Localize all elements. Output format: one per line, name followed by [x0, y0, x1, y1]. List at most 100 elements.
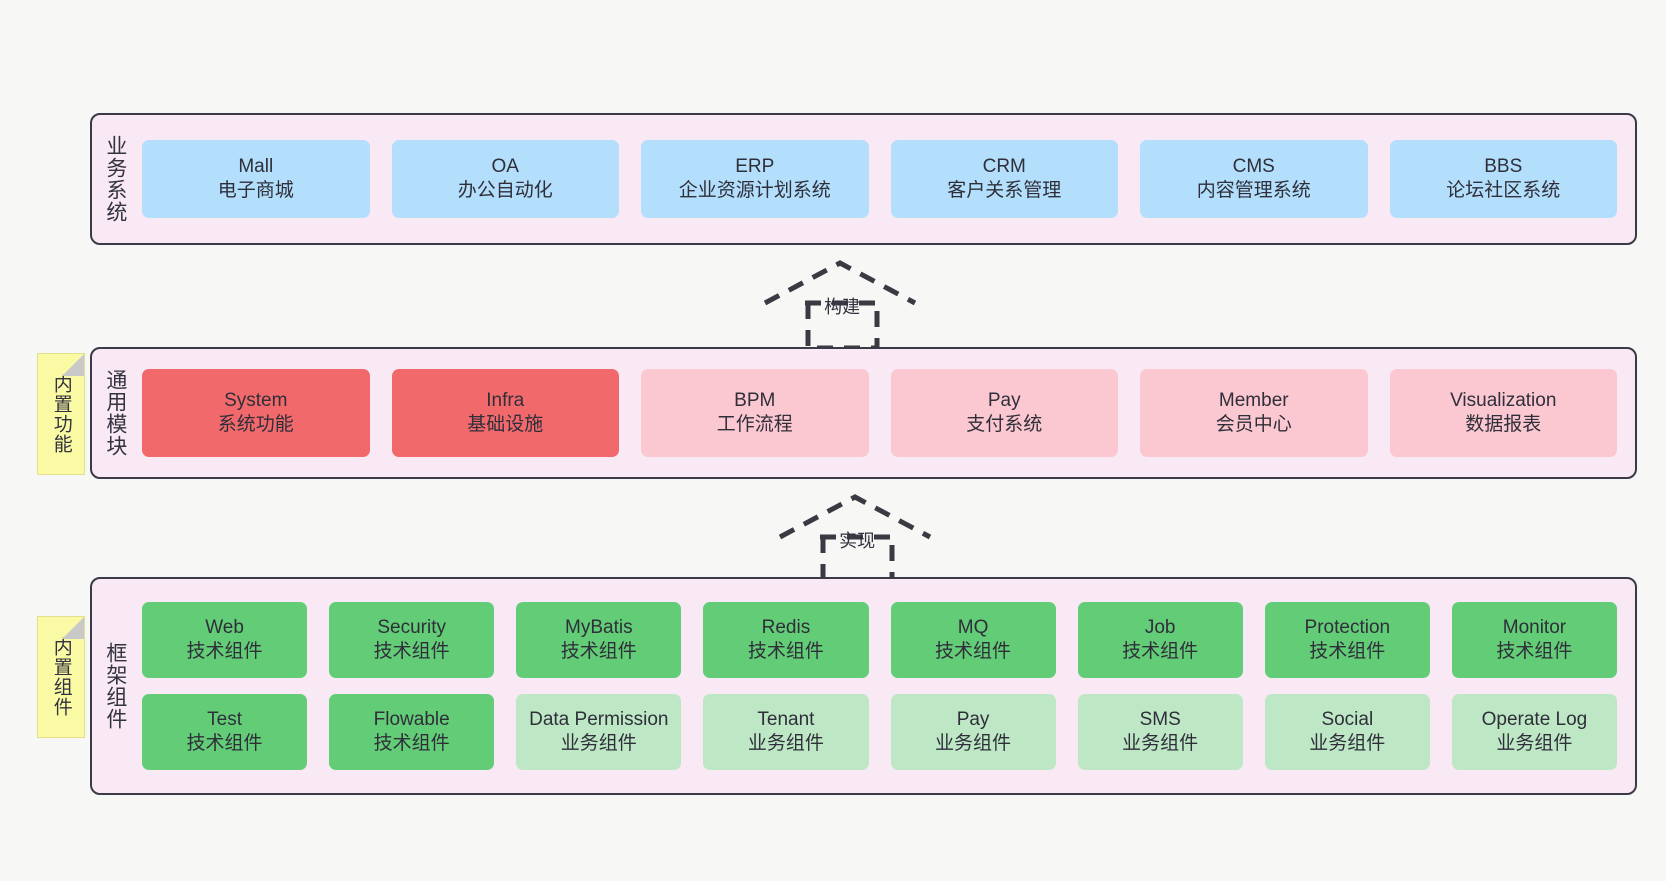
card-title: OA: [491, 155, 519, 177]
card-subtitle: 业务组件: [1496, 733, 1573, 754]
module-card-pay[interactable]: Pay 支付系统: [890, 369, 1118, 457]
card-title: Member: [1218, 389, 1289, 411]
card-title: CMS: [1232, 155, 1275, 177]
framework-card-security[interactable]: Security 技术组件: [329, 602, 495, 678]
card-title: Pay: [987, 389, 1021, 411]
framework-card-web[interactable]: Web 技术组件: [142, 602, 308, 678]
card-subtitle: 业务组件: [1122, 733, 1199, 754]
band-label-framework: 框架组件: [103, 642, 127, 730]
sticky-note-builtin-components: 内置组件: [37, 616, 85, 738]
framework-card-protection[interactable]: Protection 技术组件: [1264, 602, 1430, 678]
dashed-generalization-arrow-icon: [778, 494, 932, 585]
framework-tech-row: Web 技术组件 Security 技术组件 MyBatis 技术组件 Redi…: [142, 602, 1617, 678]
framework-card-pay[interactable]: Pay 业务组件: [890, 694, 1056, 770]
card-title: MyBatis: [565, 616, 633, 638]
band-label-business: 业务系统: [103, 135, 127, 223]
card-title: Infra: [486, 389, 525, 411]
band-common-modules: 通用模块 System 系统功能 Infra 基础设施 BPM 工作流程 Pay…: [90, 347, 1637, 479]
band-body-business: Mall 电子商城 OA 办公自动化 ERP 企业资源计划系统 CRM 客户关系…: [138, 115, 1635, 243]
framework-card-mybatis[interactable]: MyBatis 技术组件: [516, 602, 682, 678]
business-card-erp[interactable]: ERP 企业资源计划系统: [641, 140, 869, 218]
dashed-generalization-arrow-icon: [763, 260, 917, 351]
card-title: Operate Log: [1481, 708, 1588, 730]
business-card-bbs[interactable]: BBS 论坛社区系统: [1389, 140, 1617, 218]
module-card-system[interactable]: System 系统功能: [142, 369, 370, 457]
card-subtitle: 技术组件: [1122, 641, 1199, 662]
connector-build: 构建: [745, 253, 935, 353]
connector-realize: 实现: [760, 487, 950, 587]
band-body-modules: System 系统功能 Infra 基础设施 BPM 工作流程 Pay 支付系统…: [138, 349, 1635, 477]
card-subtitle: 企业资源计划系统: [678, 180, 831, 201]
framework-card-social[interactable]: Social 业务组件: [1264, 694, 1430, 770]
card-subtitle: 技术组件: [186, 641, 263, 662]
module-card-infra[interactable]: Infra 基础设施: [391, 369, 619, 457]
card-title: Tenant: [757, 708, 815, 730]
card-title: Pay: [956, 708, 990, 730]
framework-card-tenant[interactable]: Tenant 业务组件: [703, 694, 869, 770]
framework-card-test[interactable]: Test 技术组件: [142, 694, 308, 770]
module-card-member[interactable]: Member 会员中心: [1140, 369, 1368, 457]
framework-card-redis[interactable]: Redis 技术组件: [703, 602, 869, 678]
card-title: Data Permission: [529, 708, 669, 730]
card-subtitle: 电子商城: [217, 180, 294, 201]
card-subtitle: 办公自动化: [457, 180, 553, 201]
card-subtitle: 系统功能: [217, 414, 294, 435]
band-framework-components: 框架组件 Web 技术组件 Security 技术组件 MyBatis 技术组件…: [90, 577, 1637, 795]
card-subtitle: 技术组件: [560, 641, 637, 662]
card-subtitle: 工作流程: [716, 414, 793, 435]
connector-realize-label: 实现: [839, 531, 876, 551]
framework-card-job[interactable]: Job 技术组件: [1077, 602, 1243, 678]
framework-card-operate-log[interactable]: Operate Log 业务组件: [1451, 694, 1617, 770]
card-subtitle: 技术组件: [747, 641, 824, 662]
business-card-row: Mall 电子商城 OA 办公自动化 ERP 企业资源计划系统 CRM 客户关系…: [142, 140, 1617, 218]
sticky-note-label: 内置组件: [50, 637, 72, 717]
framework-card-flowable[interactable]: Flowable 技术组件: [329, 694, 495, 770]
framework-card-monitor[interactable]: Monitor 技术组件: [1451, 602, 1617, 678]
card-subtitle: 支付系统: [966, 414, 1043, 435]
module-card-row: System 系统功能 Infra 基础设施 BPM 工作流程 Pay 支付系统…: [142, 369, 1617, 457]
card-title: Mall: [238, 155, 274, 177]
framework-card-sms[interactable]: SMS 业务组件: [1077, 694, 1243, 770]
card-title: MQ: [957, 616, 989, 638]
card-title: BBS: [1484, 155, 1523, 177]
band-label-modules: 通用模块: [103, 369, 127, 457]
card-title: ERP: [735, 155, 775, 177]
card-title: Visualization: [1450, 389, 1557, 411]
connector-build-label: 构建: [824, 297, 861, 317]
card-subtitle: 业务组件: [560, 733, 637, 754]
card-title: Flowable: [373, 708, 450, 730]
card-subtitle: 论坛社区系统: [1446, 180, 1561, 201]
card-subtitle: 技术组件: [373, 641, 450, 662]
band-body-framework: Web 技术组件 Security 技术组件 MyBatis 技术组件 Redi…: [138, 579, 1635, 793]
card-subtitle: 业务组件: [747, 733, 824, 754]
business-card-oa[interactable]: OA 办公自动化: [391, 140, 619, 218]
card-subtitle: 技术组件: [186, 733, 263, 754]
business-card-mall[interactable]: Mall 电子商城: [142, 140, 370, 218]
card-subtitle: 基础设施: [467, 414, 544, 435]
card-subtitle: 业务组件: [935, 733, 1012, 754]
sticky-note-builtin-features: 内置功能: [37, 353, 85, 475]
card-title: BPM: [734, 389, 776, 411]
card-subtitle: 技术组件: [1496, 641, 1573, 662]
card-subtitle: 技术组件: [373, 733, 450, 754]
framework-card-mq[interactable]: MQ 技术组件: [890, 602, 1056, 678]
card-subtitle: 业务组件: [1309, 733, 1386, 754]
framework-business-row: Test 技术组件 Flowable 技术组件 Data Permission …: [142, 694, 1617, 770]
card-title: System: [224, 389, 288, 411]
module-card-bpm[interactable]: BPM 工作流程: [641, 369, 869, 457]
module-card-visualization[interactable]: Visualization 数据报表: [1389, 369, 1617, 457]
card-subtitle: 内容管理系统: [1196, 180, 1311, 201]
card-title: Redis: [761, 616, 811, 638]
card-title: Web: [205, 616, 244, 638]
card-subtitle: 技术组件: [935, 641, 1012, 662]
card-subtitle: 数据报表: [1465, 414, 1542, 435]
card-title: Security: [377, 616, 446, 638]
business-card-cms[interactable]: CMS 内容管理系统: [1140, 140, 1368, 218]
framework-card-data-permission[interactable]: Data Permission 业务组件: [516, 694, 682, 770]
business-card-crm[interactable]: CRM 客户关系管理: [890, 140, 1118, 218]
card-title: Monitor: [1502, 616, 1567, 638]
card-subtitle: 客户关系管理: [947, 180, 1062, 201]
card-title: Test: [207, 708, 242, 730]
card-title: Social: [1321, 708, 1374, 730]
card-title: SMS: [1139, 708, 1181, 730]
